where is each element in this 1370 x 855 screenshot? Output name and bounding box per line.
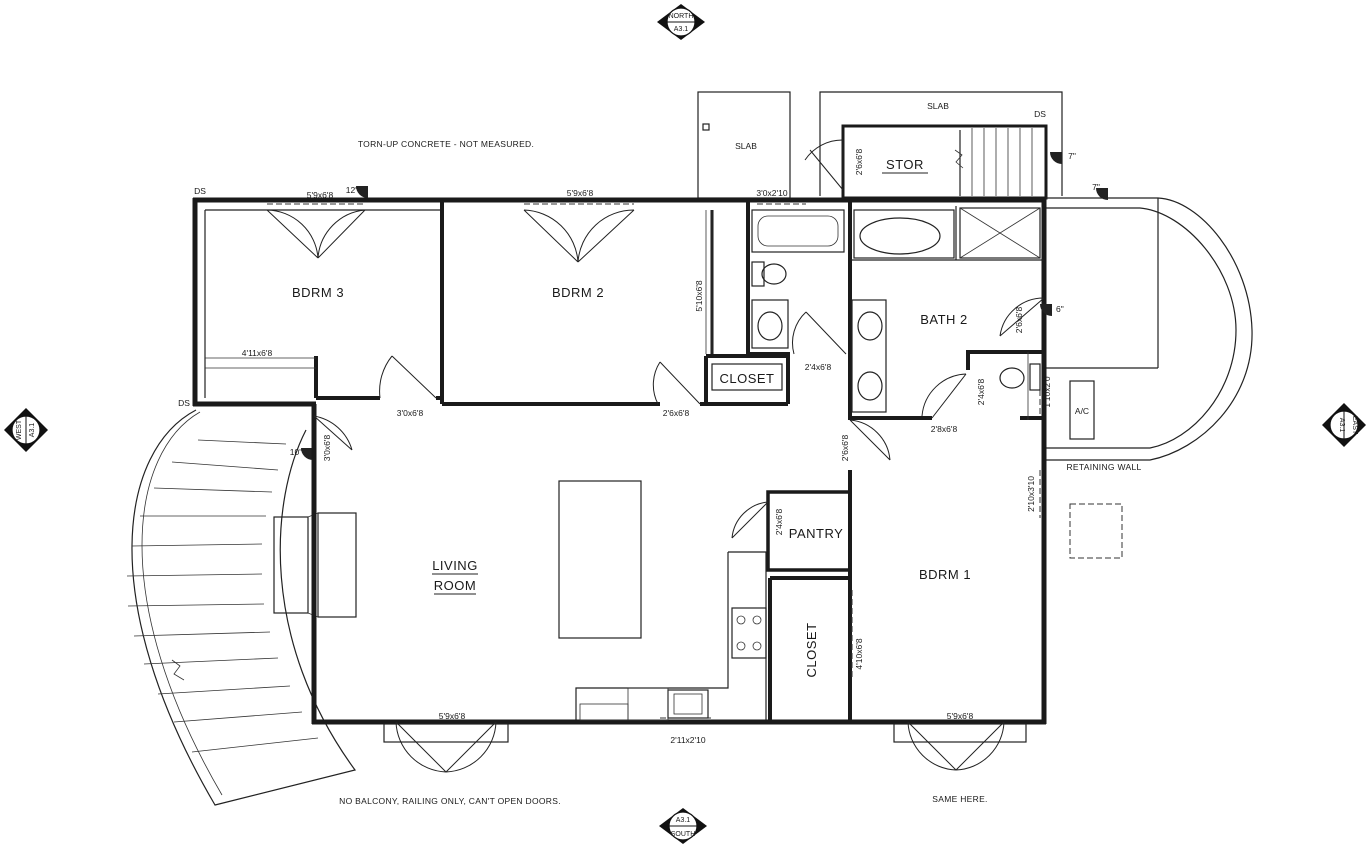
section-marker-west: WEST A3.1 bbox=[4, 408, 48, 452]
ds-west: DS bbox=[178, 398, 190, 408]
slab-left: SLAB bbox=[697, 91, 791, 199]
retaining-wall-label: RETAINING WALL bbox=[1066, 462, 1141, 472]
slab-left-label: SLAB bbox=[735, 141, 757, 151]
slab-right-label: SLAB bbox=[927, 101, 949, 111]
dim-bdrm3-door: 3'0x6'8 bbox=[397, 408, 424, 418]
dim-closet-bdrm1-door: 4'10x6'8 bbox=[854, 638, 864, 669]
section-west-sheet: A3.1 bbox=[29, 423, 36, 438]
slope-markers: 12" 6" bbox=[346, 185, 1064, 316]
ds-stor: DS bbox=[1034, 109, 1046, 119]
dim-bath2-door: 2'6x6'8 bbox=[1014, 307, 1024, 334]
section-marker-south: A3.1 SOUTH bbox=[659, 808, 707, 844]
dim-east-window: 1'10x2'0 bbox=[1042, 376, 1052, 407]
living-label-2: ROOM bbox=[434, 578, 476, 593]
section-north-sheet: A3.1 bbox=[674, 26, 689, 33]
pad-outline bbox=[1069, 503, 1123, 559]
dim-wc-door: 2'4x6'8 bbox=[976, 379, 986, 406]
windows bbox=[267, 203, 1041, 719]
slope-stor: 7" bbox=[1068, 151, 1076, 161]
dim-bath-window: 3'0x2'10 bbox=[756, 188, 787, 198]
dim-kitchen-window: 2'11x2'10 bbox=[670, 735, 706, 745]
slope-east-deck: 7" bbox=[1092, 182, 1100, 192]
stor-door-dim: 2'6x6'8 bbox=[854, 149, 864, 176]
slope-stair-top: 10" bbox=[290, 447, 302, 457]
dimension-labels: 5'9x6'8 5'9x6'8 3'0x2'10 4'11x6'8 5'10x6… bbox=[242, 188, 1052, 745]
dim-wc-door-lower: 2'8x6'8 bbox=[931, 424, 958, 434]
bdrm2-label: BDRM 2 bbox=[552, 285, 604, 300]
dim-entry-door: 3'0x6'8 bbox=[322, 435, 332, 462]
dim-bdrm1-south-door: 5'9x6'8 bbox=[947, 711, 974, 721]
ds-northwest: DS bbox=[194, 186, 206, 196]
east-patio: 7" bbox=[1046, 182, 1253, 461]
section-marker-east: A3.1 EAST bbox=[1322, 403, 1366, 447]
dim-bdrm3-closet: 4'11x6'8 bbox=[242, 348, 273, 358]
bdrm3-label: BDRM 3 bbox=[292, 285, 344, 300]
section-east-sheet: A3.1 bbox=[1338, 418, 1345, 433]
doors bbox=[266, 209, 1045, 773]
dim-bdrm2-window: 5'9x6'8 bbox=[567, 188, 594, 198]
section-north-label: NORTH bbox=[669, 13, 694, 20]
dim-bdrm2-door: 2'6x6'8 bbox=[663, 408, 690, 418]
dim-living-south-door: 5'9x6'8 bbox=[439, 711, 466, 721]
slab-right: SLAB bbox=[819, 91, 1063, 196]
interior-walls bbox=[205, 200, 1046, 724]
dim-bdrm1-east-window: 2'10x3'10 bbox=[1026, 476, 1036, 512]
slope-bath2: 6" bbox=[1056, 304, 1064, 314]
bdrm1-label: BDRM 1 bbox=[919, 567, 971, 582]
dim-bdrm1-door: 2'6x6'8 bbox=[840, 435, 850, 462]
section-south-sheet: A3.1 bbox=[676, 817, 691, 824]
living-label-1: LIVING bbox=[432, 558, 478, 573]
dim-pantry-door: 2'4x6'8 bbox=[774, 509, 784, 536]
closet-bdrm1-label: CLOSET bbox=[804, 622, 819, 677]
dim-bath-hall-door: 2'4x6'8 bbox=[805, 362, 832, 372]
bath2-label: BATH 2 bbox=[920, 312, 968, 327]
dim-bdrm2-closet: 5'10x6'8 bbox=[694, 280, 704, 311]
exterior-steps bbox=[954, 128, 1033, 196]
fixtures bbox=[558, 207, 1041, 721]
west-curved-stair: 10" bbox=[126, 409, 357, 806]
slope-bdrm3: 12" bbox=[346, 185, 358, 195]
closet-hall-box bbox=[711, 363, 783, 391]
pantry-label: PANTRY bbox=[789, 526, 844, 541]
section-south-label: SOUTH bbox=[671, 831, 696, 838]
ac-label: A/C bbox=[1075, 406, 1089, 416]
stor-label: STOR bbox=[886, 157, 924, 172]
section-marker-north: NORTH A3.1 bbox=[657, 4, 705, 40]
exterior-walls bbox=[192, 197, 1047, 725]
room-labels: BDRM 3 BDRM 2 BATH 2 CLOSET PANTRY CLOSE… bbox=[292, 285, 971, 678]
storage-room: STOR 2'6x6'8 bbox=[804, 124, 1048, 200]
same-here-note: SAME HERE. bbox=[932, 794, 987, 804]
closet-hall-label: CLOSET bbox=[719, 371, 774, 386]
dim-bdrm3-window: 5'9x6'8 bbox=[307, 190, 334, 200]
torn-concrete-note: TORN-UP CONCRETE - NOT MEASURED. bbox=[358, 139, 534, 149]
section-east-label: EAST bbox=[1351, 416, 1358, 435]
no-balcony-note: NO BALCONY, RAILING ONLY, CAN'T OPEN DOO… bbox=[339, 796, 561, 806]
section-west-label: WEST bbox=[16, 419, 23, 440]
ac-unit: A/C bbox=[1069, 380, 1095, 440]
